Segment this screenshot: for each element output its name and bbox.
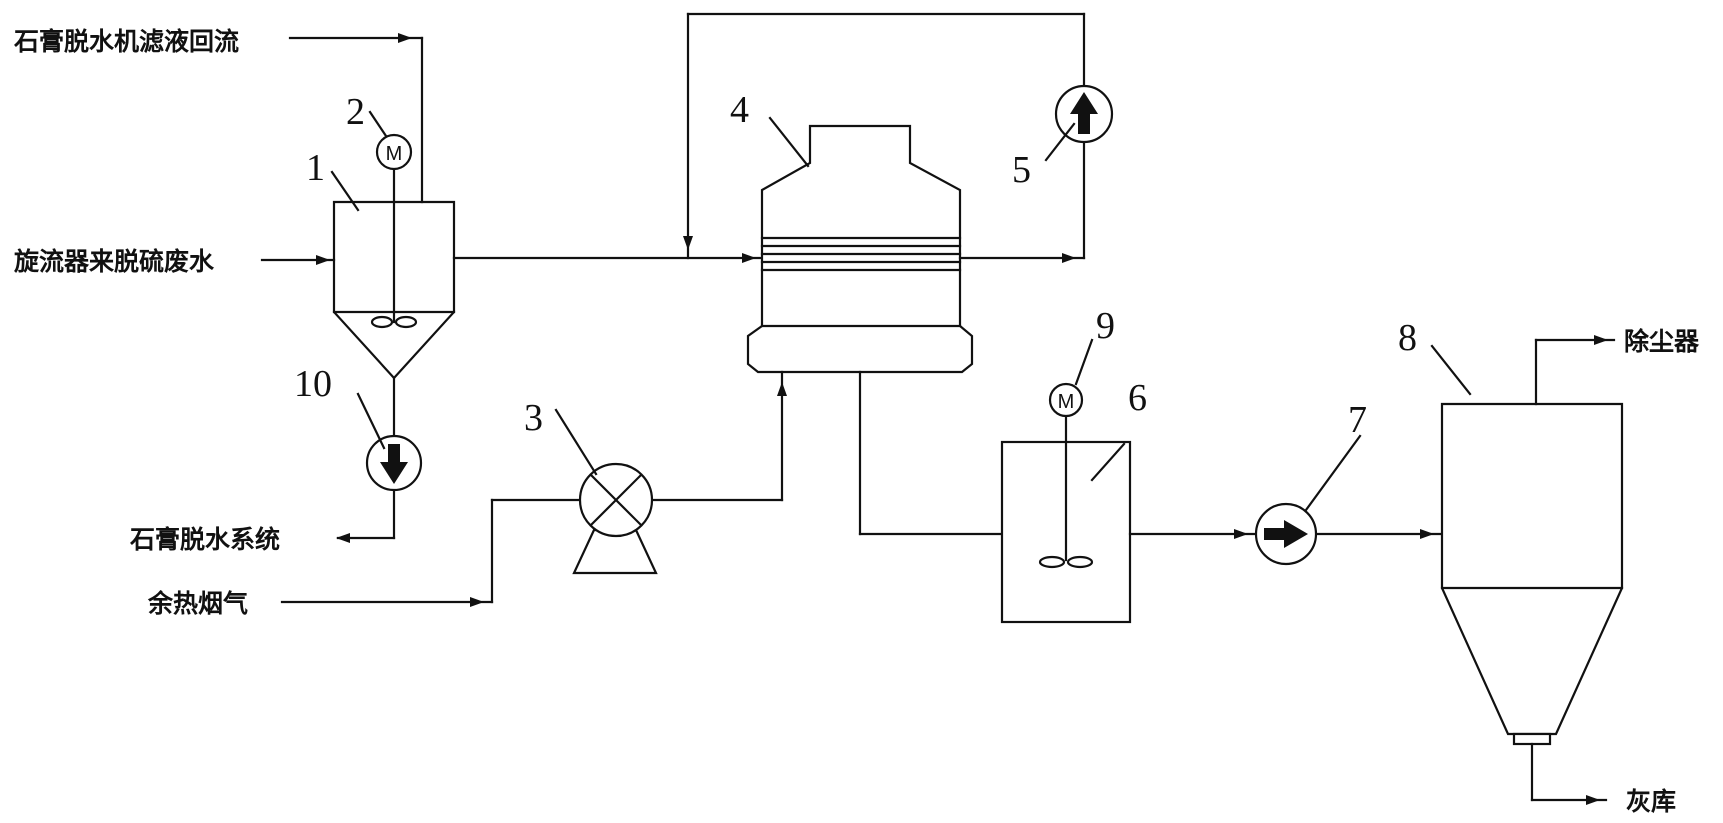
dryer-8 xyxy=(1440,402,1624,746)
dryer-to-dust-collector-line xyxy=(1534,335,1616,406)
tower-4 xyxy=(746,124,974,374)
motor-9-symbol: M xyxy=(1058,391,1075,413)
label-7: 7 xyxy=(1348,399,1367,441)
label-dust-collector: 除尘器 xyxy=(1624,327,1700,356)
label-5: 5 xyxy=(1012,149,1031,191)
label-ash-silo: 灰库 xyxy=(1626,787,1676,816)
callout-leaders xyxy=(330,110,1472,512)
label-6: 6 xyxy=(1128,377,1147,419)
pump-5 xyxy=(1054,84,1114,144)
motor-2-symbol: M xyxy=(386,143,403,165)
label-8: 8 xyxy=(1398,317,1417,359)
tank-6 xyxy=(1000,414,1132,624)
cyclone-wastewater-line xyxy=(260,255,336,265)
tank6-to-dryer-line xyxy=(1128,529,1444,539)
label-3: 3 xyxy=(524,397,543,439)
pump-10 xyxy=(365,434,423,492)
tank-1 xyxy=(332,168,456,380)
label-waste-heat-flue-gas: 余热烟气 xyxy=(147,589,248,618)
motor-9: M xyxy=(1048,382,1084,418)
filtrate-return-line xyxy=(288,33,424,204)
tank1-to-tower-line xyxy=(452,253,764,263)
label-9: 9 xyxy=(1096,305,1115,347)
flue-gas-line xyxy=(280,370,787,607)
tower-to-tank6-line xyxy=(858,370,1004,536)
fan-3 xyxy=(572,462,658,575)
dryer-to-ash-silo-line xyxy=(1530,742,1608,805)
label-gypsum-dewatering-system: 石膏脱水系统 xyxy=(129,525,280,554)
motor-2: M xyxy=(375,133,413,171)
label-4: 4 xyxy=(730,89,749,131)
label-1: 1 xyxy=(306,147,325,189)
label-gypsum-filtrate-return: 石膏脱水机滤液回流 xyxy=(13,27,239,56)
label-cyclone-wastewater: 旋流器来脱硫废水 xyxy=(14,247,215,276)
pump-7 xyxy=(1254,502,1318,566)
recirculation-loop xyxy=(683,12,1086,263)
label-2: 2 xyxy=(346,91,365,133)
label-10: 10 xyxy=(294,363,332,405)
stream-labels: 石膏脱水机滤液回流 旋流器来脱硫废水 石膏脱水系统 余热烟气 除尘器 灰库 xyxy=(13,27,1700,816)
tank1-underflow-line xyxy=(336,376,396,543)
equipment-numbers: 1 2 3 4 5 6 7 8 9 10 xyxy=(294,89,1417,441)
